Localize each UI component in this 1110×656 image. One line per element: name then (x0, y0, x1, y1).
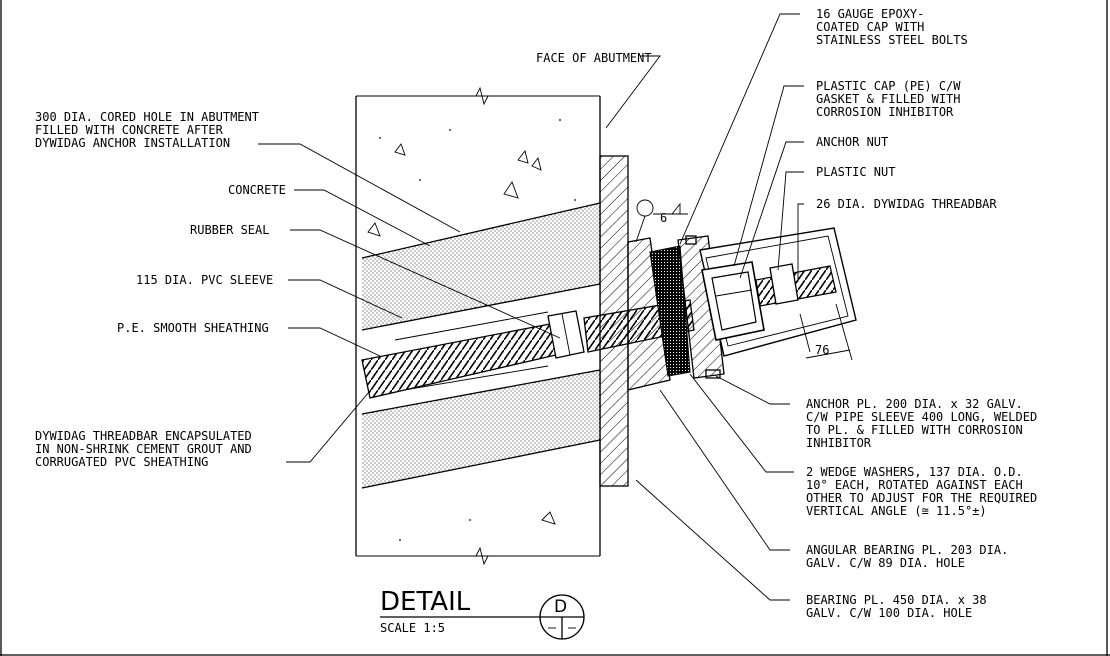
label-threadbar-26: 26 DIA. DYWIDAG THREADBAR (816, 197, 997, 211)
wedge-washers (649, 245, 691, 377)
label-epoxy-cap-line3: STAINLESS STEEL BOLTS (816, 33, 968, 47)
label-wedge-washers-line2: 10° EACH, ROTATED AGAINST EACH (806, 478, 1023, 492)
label-face-of-abutment: FACE OF ABUTMENT (536, 51, 652, 65)
cap-bolt (685, 235, 697, 245)
label-wedge-washers-line4: VERTICAL ANGLE (≅ 11.5°±) (806, 504, 987, 518)
detail-title: DETAIL (380, 587, 471, 617)
label-anchor-plate-line3: TO PL. & FILLED WITH CORROSION (806, 423, 1023, 437)
label-epoxy-cap-line1: 16 GAUGE EPOXY- (816, 7, 924, 21)
dim-76-text: 76 (815, 343, 829, 357)
label-angular-bearing-line1: ANGULAR BEARING PL. 203 DIA. (806, 543, 1008, 557)
label-bearing-plate-line2: GALV. C/W 100 DIA. HOLE (806, 606, 972, 620)
cap-bolt (705, 369, 721, 379)
label-rubber-seal: RUBBER SEAL (190, 223, 269, 237)
label-threadbar-line1: DYWIDAG THREADBAR ENCAPSULATED (35, 429, 252, 443)
bearing-plate (599, 155, 629, 487)
cored-hole-concrete (361, 202, 601, 489)
angular-bearing-plate (627, 237, 671, 391)
label-threadbar-line3: CORRUGATED PVC SHEATHING (35, 455, 208, 469)
plastic-nut (769, 263, 799, 305)
label-pvc-sleeve: 115 DIA. PVC SLEEVE (136, 273, 273, 287)
label-bearing-plate-line1: BEARING PL. 450 DIA. x 38 (806, 593, 987, 607)
label-plastic-cap-line3: CORROSION INHIBITOR (816, 105, 954, 119)
label-anchor-nut: ANCHOR NUT (816, 135, 888, 149)
label-anchor-plate-line4: INHIBITOR (806, 436, 872, 450)
label-pe-sheathing: P.E. SMOOTH SHEATHING (117, 321, 269, 335)
label-cored-hole-line2: FILLED WITH CONCRETE AFTER (35, 123, 224, 137)
label-concrete: CONCRETE (228, 183, 286, 197)
label-cored-hole-line3: DYWIDAG ANCHOR INSTALLATION (35, 136, 230, 150)
weld-symbol: 6 (635, 199, 688, 243)
anchor-nut (711, 271, 757, 331)
weld-size: 6 (660, 211, 667, 225)
label-wedge-washers-line1: 2 WEDGE WASHERS, 137 DIA. O.D. (806, 465, 1023, 479)
anchor-plate (677, 235, 725, 379)
leader-lines (258, 13, 804, 601)
detail-title-block: DETAIL SCALE 1:5 D (380, 587, 585, 640)
detail-scale: SCALE 1:5 (380, 621, 445, 635)
label-epoxy-cap-line2: COATED CAP WITH (816, 20, 924, 34)
detail-letter: D (554, 597, 567, 617)
label-cored-hole-line1: 300 DIA. CORED HOLE IN ABUTMENT (35, 110, 259, 124)
label-threadbar-line2: IN NON-SHRINK CEMENT GROUT AND (35, 442, 252, 456)
label-plastic-nut: PLASTIC NUT (816, 165, 895, 179)
label-anchor-plate-line1: ANCHOR PL. 200 DIA. x 32 GALV. (806, 397, 1023, 411)
label-plastic-cap-line2: GASKET & FILLED WITH (816, 92, 961, 106)
label-wedge-washers-line3: OTHER TO ADJUST FOR THE REQUIRED (806, 491, 1037, 505)
label-plastic-cap-line1: PLASTIC CAP (PE) C/W (816, 79, 961, 93)
label-anchor-plate-line2: C/W PIPE SLEEVE 400 LONG, WELDED (806, 410, 1037, 424)
label-angular-bearing-line2: GALV. C/W 89 DIA. HOLE (806, 556, 965, 570)
dimension-76: 76 (799, 303, 853, 361)
